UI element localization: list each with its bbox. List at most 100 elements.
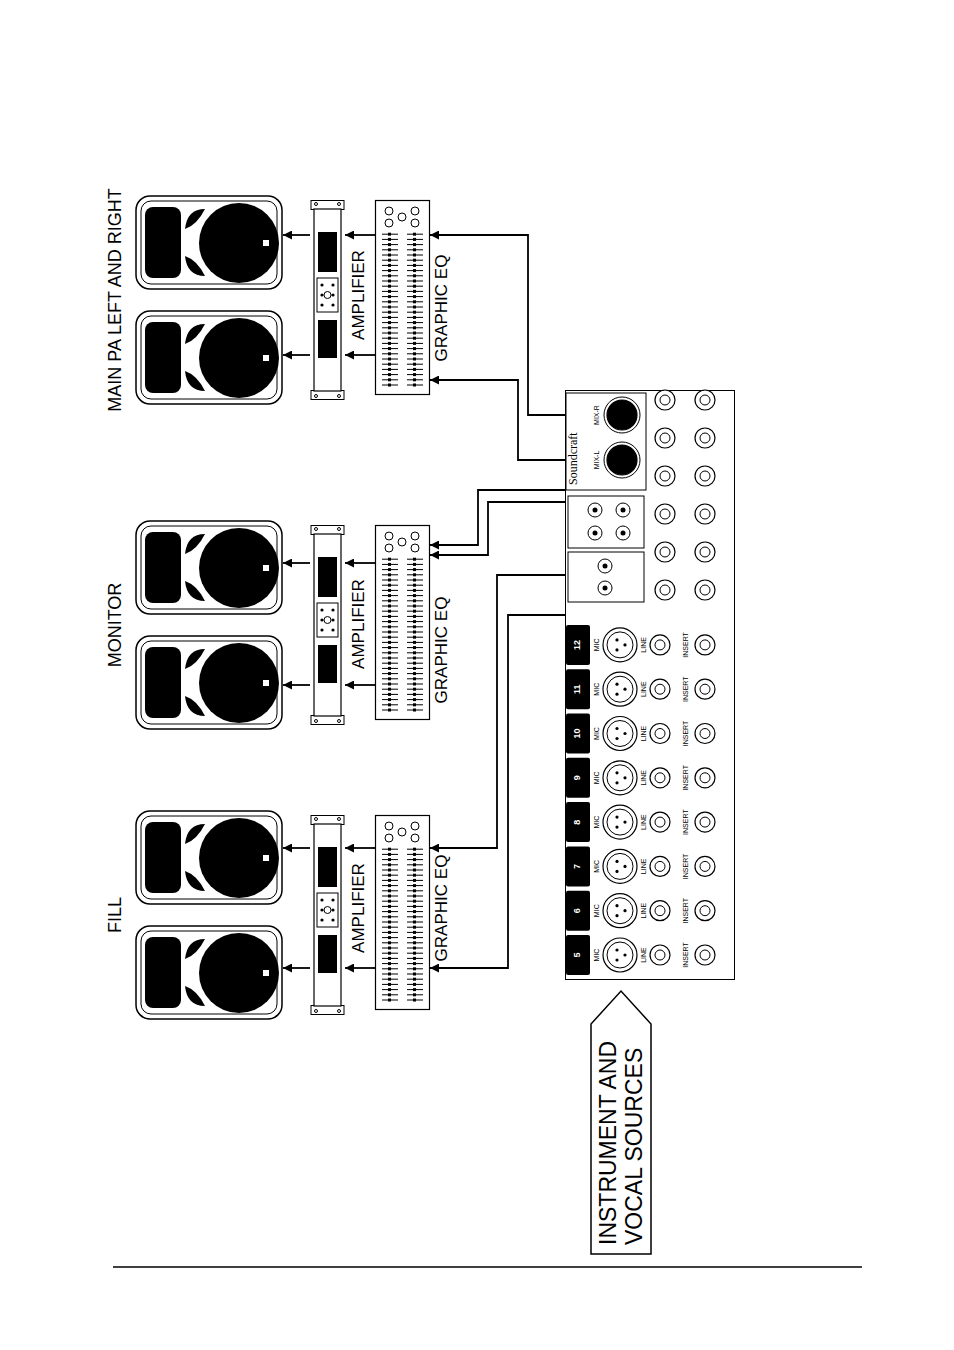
fader-slot [382, 616, 398, 617]
fader-cap [388, 672, 391, 675]
fader-slot [382, 678, 398, 679]
fader-cap [388, 677, 391, 680]
jack-hole [655, 684, 665, 694]
fader-slot [382, 260, 398, 261]
fader-slot [407, 994, 423, 995]
xlr-pin [615, 683, 618, 686]
signal-cable [283, 562, 310, 564]
jack-socket [655, 542, 675, 562]
fader-cap [413, 259, 416, 262]
jack-socket [695, 812, 715, 832]
speaker [136, 926, 282, 1019]
speaker-cabinet [136, 311, 282, 404]
horn-flare [185, 209, 205, 229]
fader-cap [388, 274, 391, 277]
control-dot [331, 918, 334, 921]
control-dot [331, 898, 334, 901]
fader-slot [382, 1000, 398, 1001]
fader-slot [382, 632, 398, 633]
signal-cable [430, 235, 565, 415]
fader-cap [413, 651, 416, 654]
fader-slot [382, 994, 398, 995]
control-dot [320, 283, 323, 286]
jack-hole [700, 773, 710, 783]
fader-slot [407, 968, 423, 969]
control-panel [317, 603, 338, 637]
fader-cap [388, 999, 391, 1002]
fader-slot [407, 647, 423, 648]
fader-cap [388, 688, 391, 691]
fader-slot [382, 668, 398, 669]
signal-cable [430, 502, 565, 555]
control-dot [331, 283, 334, 286]
fader-cap [388, 337, 391, 340]
fader-cap [413, 869, 416, 872]
xlr-pin [615, 816, 618, 819]
power-knob [324, 292, 331, 299]
fader-cap [388, 631, 391, 634]
fader-cap [388, 384, 391, 387]
horn-slot [145, 647, 181, 718]
xlr-pin [615, 948, 618, 951]
socket-label: INSERT [682, 667, 690, 711]
fader-slot [382, 859, 398, 860]
fader-cap [413, 978, 416, 981]
speaker [136, 636, 282, 729]
fader-cap [388, 589, 391, 592]
fader-slot [382, 580, 398, 581]
fader-slot [382, 927, 398, 928]
fader-slot [407, 564, 423, 565]
xlr-ring [607, 898, 633, 924]
device-label: GRAPHIC EQ [433, 246, 451, 370]
fader-cap [388, 683, 391, 686]
fader-slot [407, 710, 423, 711]
fader-slot [407, 590, 423, 591]
socket-label: LINE [640, 623, 648, 667]
fader-slot [407, 359, 423, 360]
fader-slot [382, 937, 398, 938]
control-panel [317, 278, 338, 312]
fader-slot [407, 859, 423, 860]
fader-cap [413, 248, 416, 251]
channel-number: 6 [572, 889, 582, 933]
fader-slot [407, 585, 423, 586]
fader-cap [388, 636, 391, 639]
amplifier: AMPLIFIER [310, 815, 345, 1015]
jack-hole [660, 433, 670, 443]
device-label: AMPLIFIER [350, 846, 368, 970]
fader-slot [407, 678, 423, 679]
fader-slot [407, 343, 423, 344]
socket-label: LINE [640, 933, 648, 977]
xlr-pin [623, 688, 626, 691]
fader-slot [382, 958, 398, 959]
fader-cap [413, 967, 416, 970]
fader-cap [413, 363, 416, 366]
rack-hole [315, 1010, 318, 1013]
power-knob [324, 617, 331, 624]
speaker [136, 521, 282, 614]
fader-cap [388, 641, 391, 644]
jack-hole [700, 547, 710, 557]
fader-slot [407, 942, 423, 943]
jack-socket [695, 768, 715, 788]
fader-slot [407, 953, 423, 954]
fader-cap [413, 848, 416, 851]
fader-cap [413, 352, 416, 355]
rack-hole [338, 720, 341, 723]
fader-slot [407, 379, 423, 380]
jack-hole [700, 906, 710, 916]
jack-socket [650, 945, 670, 965]
fader-slot [382, 626, 398, 627]
fader-slot [407, 901, 423, 902]
xlr-pin [615, 781, 618, 784]
jack-socket [650, 901, 670, 921]
speaker-pair: MAIN PA LEFT AND RIGHT [135, 195, 283, 405]
rca-socket [588, 526, 602, 540]
footer-line [113, 1266, 862, 1268]
signal-cable [283, 847, 310, 849]
fader-cap [413, 373, 416, 376]
fader-slot [407, 600, 423, 601]
xlr-socket [607, 400, 637, 430]
badge [263, 565, 269, 571]
eq-knob [411, 219, 419, 227]
